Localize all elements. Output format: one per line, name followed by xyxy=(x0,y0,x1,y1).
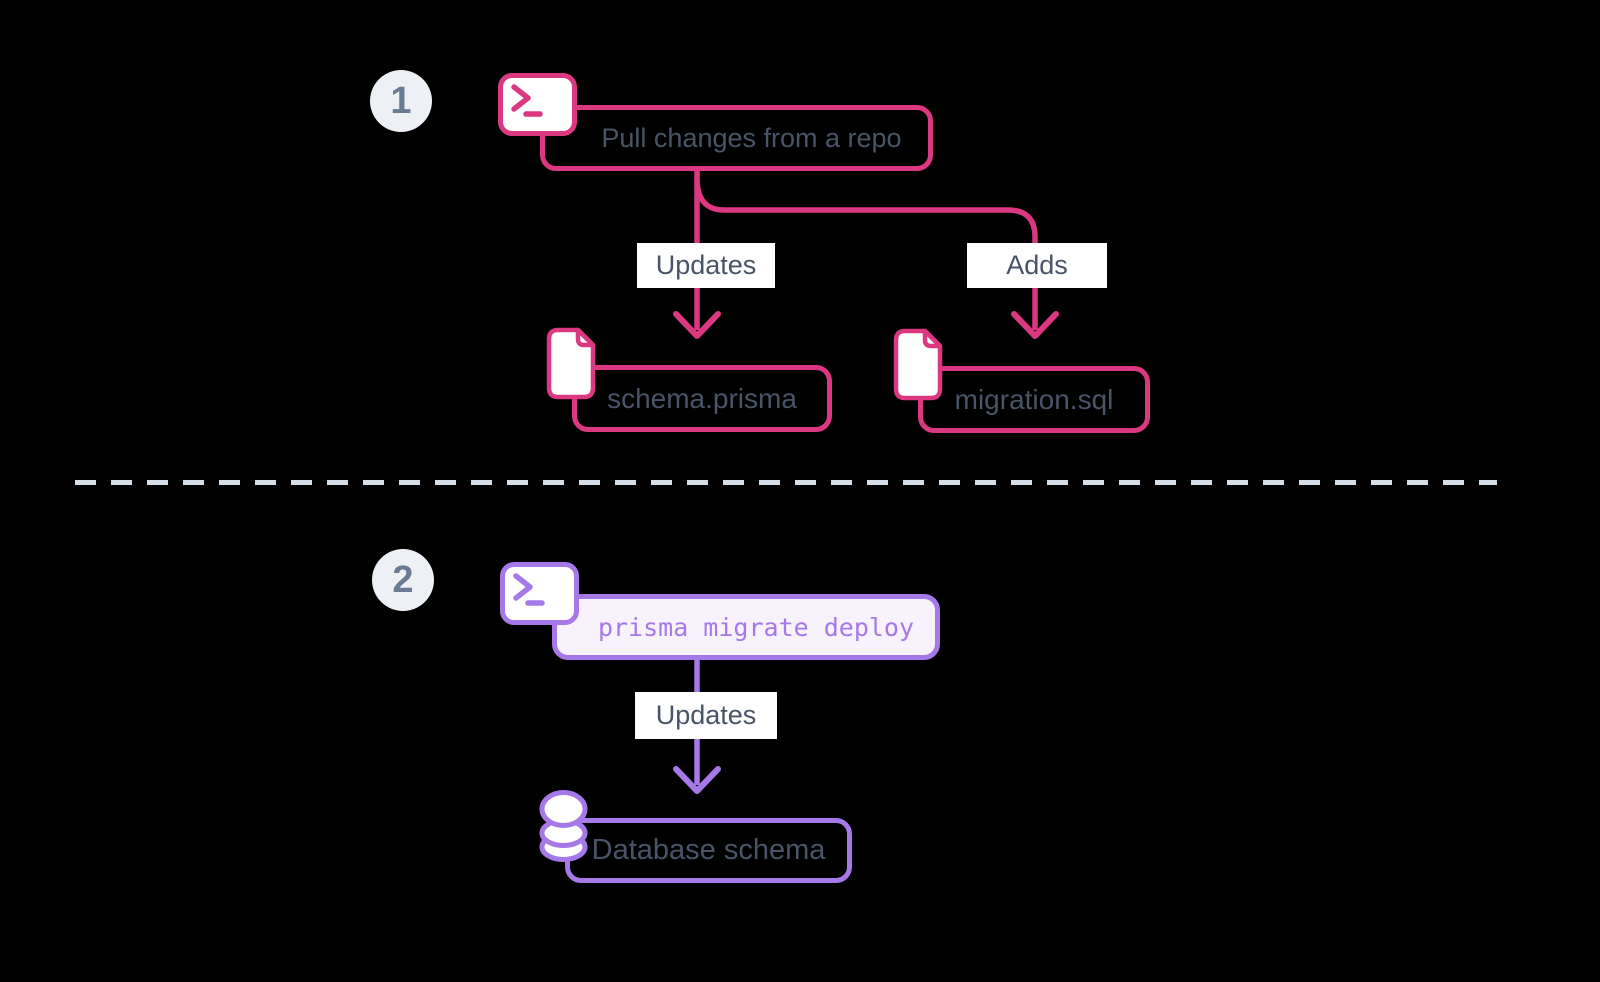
step-1-number: 1 xyxy=(390,79,412,122)
step-1-badge: 1 xyxy=(370,70,432,132)
edge-label-updates: Updates xyxy=(637,243,775,288)
command-box-pull-changes: Pull changes from a repo xyxy=(540,105,933,171)
node-migration-sql: migration.sql xyxy=(918,366,1150,433)
node-database-schema: Database schema xyxy=(565,818,852,883)
step-2-number: 2 xyxy=(392,558,414,601)
node-schema-prisma-label: schema.prisma xyxy=(607,382,797,414)
node-migration-sql-label: migration.sql xyxy=(954,383,1114,415)
terminal-prompt-icon xyxy=(498,73,577,136)
arrowhead-updates-icon xyxy=(673,311,721,339)
terminal-glyph xyxy=(513,573,545,606)
document-file-icon xyxy=(546,327,596,400)
terminal-prompt-icon xyxy=(500,562,579,625)
database-cylinder-icon xyxy=(539,790,588,862)
node-schema-prisma: schema.prisma xyxy=(572,365,832,432)
arrowhead-adds-icon xyxy=(1011,311,1059,339)
section-divider xyxy=(75,480,1497,485)
command-box-migrate-deploy: prisma migrate deploy xyxy=(552,594,940,660)
document-file-icon xyxy=(893,328,943,401)
terminal-glyph xyxy=(511,84,543,117)
node-database-schema-label: Database schema xyxy=(591,834,826,866)
arrowhead-deploy-updates-icon xyxy=(673,766,721,794)
edge-label-adds-text: Adds xyxy=(1006,250,1068,280)
command-box-migrate-deploy-label: prisma migrate deploy xyxy=(597,612,915,642)
edge-label-adds: Adds xyxy=(967,243,1107,288)
step-2-badge: 2 xyxy=(372,549,434,611)
edge-label-updates-text: Updates xyxy=(655,250,757,280)
edge-label-updates-2: Updates xyxy=(635,692,777,739)
command-box-pull-changes-label: Pull changes from a repo xyxy=(601,122,902,153)
edge-label-updates-2-text: Updates xyxy=(655,700,757,730)
